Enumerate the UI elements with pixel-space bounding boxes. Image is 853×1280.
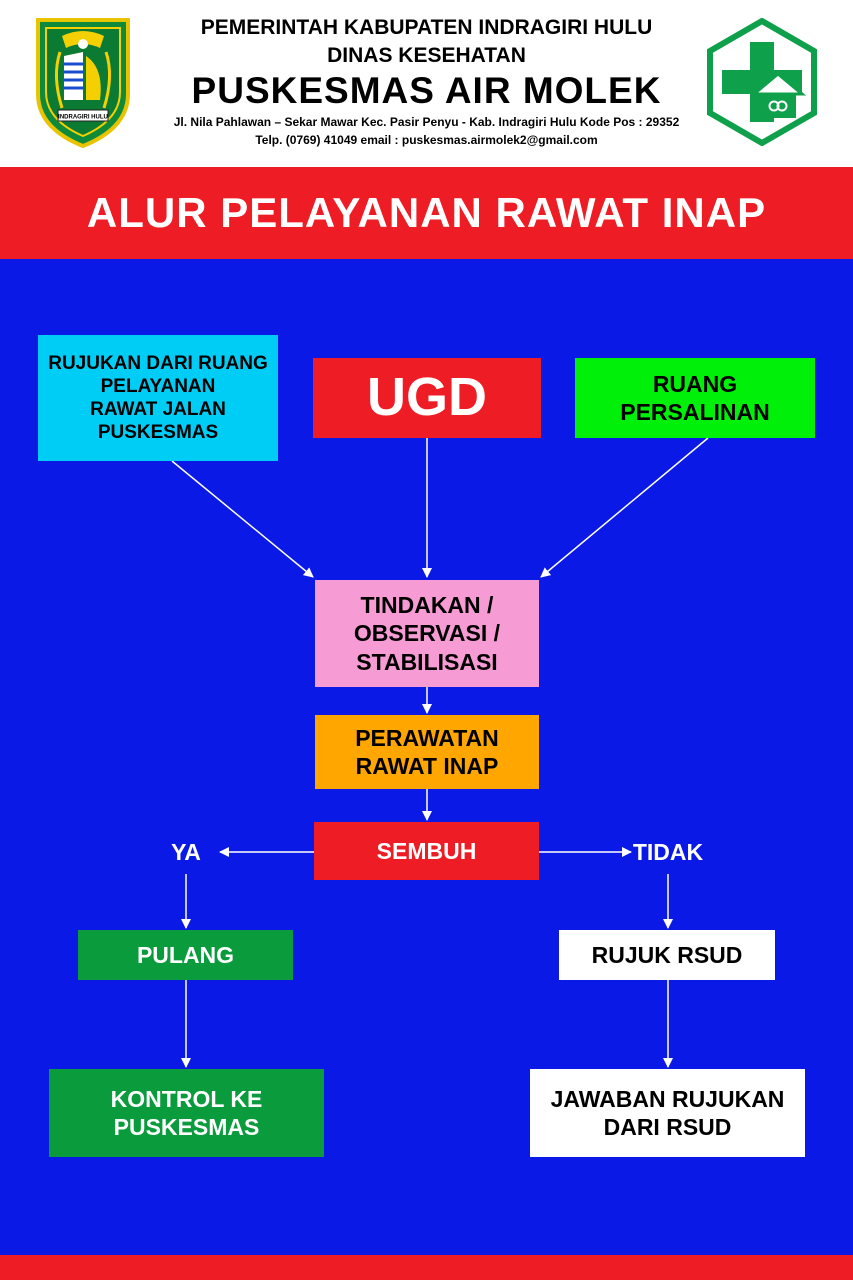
node-rujukan-rawat-jalan: RUJUKAN DARI RUANG PELAYANAN RAWAT JALAN… bbox=[38, 335, 278, 461]
node-ugd-label: UGD bbox=[367, 367, 487, 428]
bottom-band bbox=[0, 1255, 853, 1280]
puskesmas-logo-icon bbox=[707, 18, 817, 146]
arrow-rujukan-to-tindakan bbox=[171, 460, 314, 578]
node-perawatan-label: PERAWATAN RAWAT INAP bbox=[355, 724, 499, 779]
header-address: Jl. Nila Pahlawan – Sekar Mawar Kec. Pas… bbox=[173, 115, 680, 129]
node-persalinan-label: RUANG PERSALINAN bbox=[620, 370, 770, 425]
header-contact: Telp. (0769) 41049 email : puskesmas.air… bbox=[255, 133, 598, 147]
title-banner: ALUR PELAYANAN RAWAT INAP bbox=[0, 167, 853, 259]
node-perawatan-rawat-inap: PERAWATAN RAWAT INAP bbox=[315, 715, 539, 789]
arrow-persalinan-to-tindakan bbox=[540, 437, 709, 578]
node-ruang-persalinan: RUANG PERSALINAN bbox=[575, 358, 815, 438]
node-rujuk-rsud: RUJUK RSUD bbox=[559, 930, 775, 980]
label-tidak: TIDAK bbox=[630, 836, 706, 868]
header-puskesmas-name: PUSKESMAS AIR MOLEK bbox=[191, 70, 662, 111]
node-jawaban-label: JAWABAN RUJUKAN DARI RSUD bbox=[550, 1085, 785, 1140]
node-pulang-label: PULANG bbox=[136, 941, 235, 968]
header-government: PEMERINTAH KABUPATEN INDRAGIRI HULU bbox=[200, 16, 653, 39]
regency-emblem-icon: INDRAGIRI HULU bbox=[36, 18, 130, 149]
label-ya-text: YA bbox=[171, 838, 201, 865]
node-rujuk-rsud-label: RUJUK RSUD bbox=[591, 941, 743, 968]
node-tindakan-label: TINDAKAN / OBSERVASI / STABILISASI bbox=[353, 592, 501, 675]
page-title: ALUR PELAYANAN RAWAT INAP bbox=[86, 189, 767, 236]
node-sembuh-label: SEMBUH bbox=[376, 837, 477, 864]
node-pulang: PULANG bbox=[78, 930, 293, 980]
header: INDRAGIRI HULU PEMERINTAH KABUPATEN INDR… bbox=[0, 0, 853, 165]
node-tindakan: TINDAKAN / OBSERVASI / STABILISASI bbox=[315, 580, 539, 687]
node-rujukan-label: RUJUKAN DARI RUANG PELAYANAN RAWAT JALAN… bbox=[48, 352, 268, 444]
label-tidak-text: TIDAK bbox=[632, 838, 704, 865]
node-ugd: UGD bbox=[313, 358, 541, 438]
emblem-text: INDRAGIRI HULU bbox=[58, 115, 108, 121]
header-department: DINAS KESEHATAN bbox=[327, 44, 526, 67]
node-kontrol-label: KONTROL KE PUSKESMAS bbox=[110, 1085, 263, 1140]
label-ya: YA bbox=[156, 836, 216, 868]
node-jawaban-rujukan: JAWABAN RUJUKAN DARI RSUD bbox=[530, 1069, 805, 1157]
node-sembuh: SEMBUH bbox=[314, 822, 539, 880]
node-kontrol-puskesmas: KONTROL KE PUSKESMAS bbox=[49, 1069, 324, 1157]
